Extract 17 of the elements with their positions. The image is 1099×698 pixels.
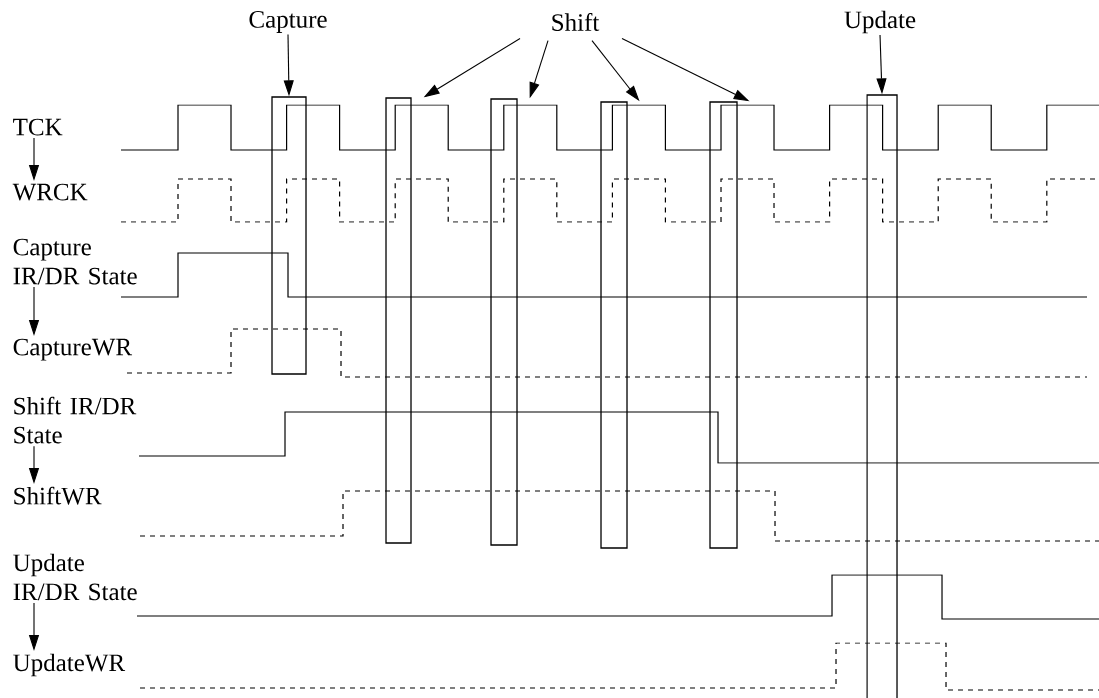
highlight-box <box>600 101 628 549</box>
signal-label: TCK <box>13 118 63 136</box>
highlight-box <box>709 101 738 549</box>
signal-label: ShiftWR <box>14 486 102 505</box>
highlight-box <box>866 94 898 698</box>
signal-label: CaptureWR <box>13 338 133 361</box>
signal-label: Capture IR/DR State <box>13 238 137 285</box>
event-label: Update <box>844 10 916 34</box>
highlight-box <box>385 97 412 544</box>
signal-label: UpdateWR <box>13 653 126 677</box>
signal-label: Shift IR/DR State <box>14 396 137 444</box>
event-label: Shift <box>552 13 600 31</box>
highlight-box <box>490 98 518 546</box>
signal-label: Update IR/DR State <box>13 553 137 601</box>
highlight-box <box>271 96 307 375</box>
event-label: Capture <box>249 11 327 33</box>
signal-label: WRCK <box>12 183 88 201</box>
